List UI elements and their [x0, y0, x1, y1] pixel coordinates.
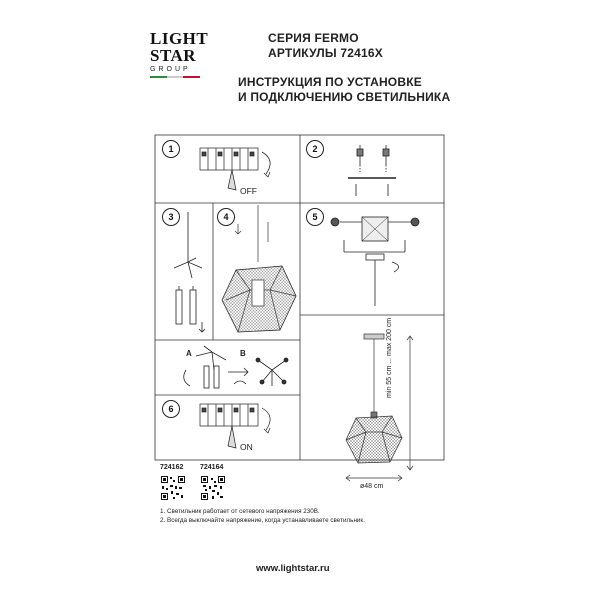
step-number-5: 5 — [306, 208, 324, 226]
qr-code-724162 — [160, 475, 186, 501]
assembly-label-b: B — [240, 349, 246, 358]
height-dimension-label: min 55 cm ... max 200 cm — [386, 317, 393, 398]
switch-off-label: OFF — [240, 186, 257, 196]
step-number-2: 2 — [306, 140, 324, 158]
instruction-title: ИНСТРУКЦИЯ ПО УСТАНОВКЕ И ПОДКЛЮЧЕНИЮ СВ… — [238, 75, 450, 105]
logo-line-2: STAR — [150, 46, 197, 65]
diagram-frame — [154, 134, 445, 461]
logo-line-1: LIGHT — [150, 29, 209, 48]
dimension-view-pendant — [345, 333, 414, 482]
step5-ceiling-plate — [330, 216, 420, 306]
note-2: 2. Всегда выключайте напряжение, когда у… — [160, 516, 365, 524]
step4-lamp-shade — [221, 205, 297, 333]
diameter-label: ø48 cm — [360, 483, 384, 490]
article-code-1: 724162 — [160, 464, 184, 471]
title-line-2: И ПОДКЛЮЧЕНИЮ СВЕТИЛЬНИКА — [238, 90, 451, 104]
assembly-label-a: A — [186, 349, 192, 358]
notes: 1. Светильник работает от сетевого напря… — [160, 508, 365, 525]
series-name: СЕРИЯ FERMO — [268, 31, 359, 45]
website-link[interactable]: www.lightstar.ru — [256, 563, 330, 574]
note-1: 1. Светильник работает от сетевого напря… — [160, 508, 320, 515]
qr-code-724164 — [200, 475, 226, 501]
step-number-4: 4 — [217, 208, 235, 226]
series-header: СЕРИЯ FERMO АРТИКУЛЫ 72416X — [268, 31, 383, 61]
step6-terminal-block — [199, 403, 271, 449]
step-number-1: 1 — [162, 140, 180, 158]
assembly-steps-a-b — [183, 345, 289, 389]
step-number-6: 6 — [162, 400, 180, 418]
step3-suspension-hook — [173, 212, 206, 333]
step1-terminal-block — [199, 147, 271, 191]
logo-line-3: GROUP — [150, 66, 191, 73]
step2-mounting-screws — [348, 145, 396, 196]
switch-on-label: ON — [240, 442, 253, 452]
article-numbers: АРТИКУЛЫ 72416X — [268, 46, 383, 60]
step-number-3: 3 — [162, 208, 180, 226]
title-line-1: ИНСТРУКЦИЯ ПО УСТАНОВКЕ — [238, 75, 422, 89]
brand-logo: LIGHT STAR GROUP — [150, 30, 212, 78]
italian-flag-stripe — [150, 76, 201, 78]
article-code-2: 724164 — [200, 464, 224, 471]
